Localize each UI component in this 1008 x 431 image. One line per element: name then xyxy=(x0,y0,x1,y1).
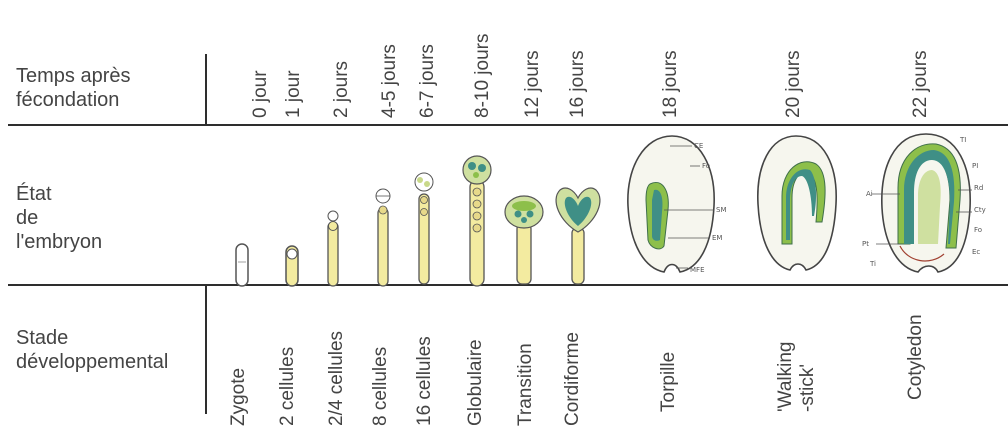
annotation-ec: Ec xyxy=(972,248,980,256)
annotation-ai: Ai xyxy=(866,190,873,198)
cotyledon-drawing: TI PI Rd Cty Fo Ec Ai Pt Ti xyxy=(862,134,986,272)
annotation-pt: Pt xyxy=(862,240,869,248)
walking-stick-drawing xyxy=(758,136,836,270)
annotation-pi: PI xyxy=(972,162,978,170)
heart-stage-drawing xyxy=(556,188,600,284)
eight-cell-drawing xyxy=(376,189,390,286)
annotation-cty: Cty xyxy=(974,206,986,214)
annotation-fo-cot: Fo xyxy=(974,226,982,234)
four-cell-drawing xyxy=(328,211,338,286)
two-cell-drawing xyxy=(286,246,298,286)
annotation-rd: Rd xyxy=(974,184,983,192)
annotation-fo: Fo xyxy=(702,162,710,170)
torpedo-drawing: CE Fo SM EM MFE xyxy=(628,136,727,274)
annotation-sm: SM xyxy=(716,206,726,214)
transition-drawing xyxy=(505,196,543,284)
annotation-em: EM xyxy=(712,234,722,242)
zygote-drawing xyxy=(236,244,248,286)
globular-drawing xyxy=(463,156,491,286)
annotation-ce: CE xyxy=(694,142,703,150)
annotation-ti-bottom: Ti xyxy=(869,260,876,268)
annotation-ti-top: TI xyxy=(959,136,966,144)
annotation-mfe: MFE xyxy=(690,266,705,274)
sixteen-cell-drawing xyxy=(415,173,433,284)
